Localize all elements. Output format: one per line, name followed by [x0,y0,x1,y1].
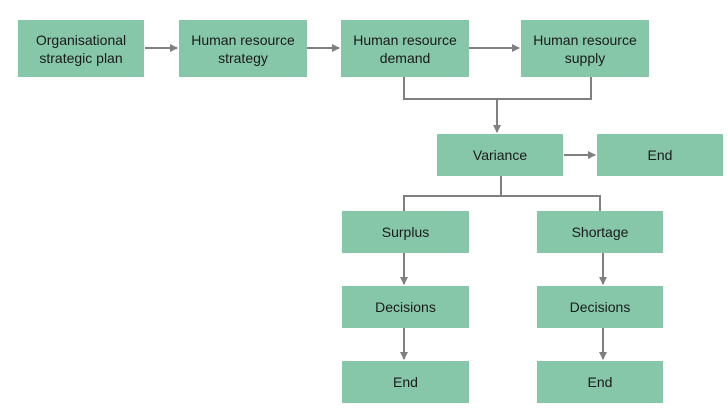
node-decisions-surplus: Decisions [342,286,469,328]
node-end-variance: End [597,134,723,176]
node-label: Organisational strategic plan [35,31,127,66]
node-label: Human resource supply [533,31,637,66]
node-end-shortage: End [537,361,663,403]
node-end-surplus: End [342,361,469,403]
node-hr-strategy: Human resource strategy [179,20,307,77]
node-label: Surplus [381,224,430,240]
node-hr-supply: Human resource supply [521,20,649,77]
node-label: End [393,374,418,390]
node-label: Shortage [571,224,629,240]
node-label: Human resource demand [353,31,457,66]
node-hr-demand: Human resource demand [341,20,469,77]
connector-variance-split [403,195,601,211]
node-strategic-plan: Organisational strategic plan [18,20,144,77]
node-shortage: Shortage [537,211,663,253]
node-label: Decisions [569,299,631,315]
node-label: Decisions [375,299,436,315]
node-surplus: Surplus [342,211,469,253]
node-label: End [647,147,673,163]
node-variance: Variance [437,134,563,176]
node-decisions-shortage: Decisions [537,286,663,328]
node-label: End [587,374,613,390]
node-label: Variance [472,147,528,163]
connector-demand-supply-merge [403,77,592,100]
node-label: Human resource strategy [191,31,295,66]
